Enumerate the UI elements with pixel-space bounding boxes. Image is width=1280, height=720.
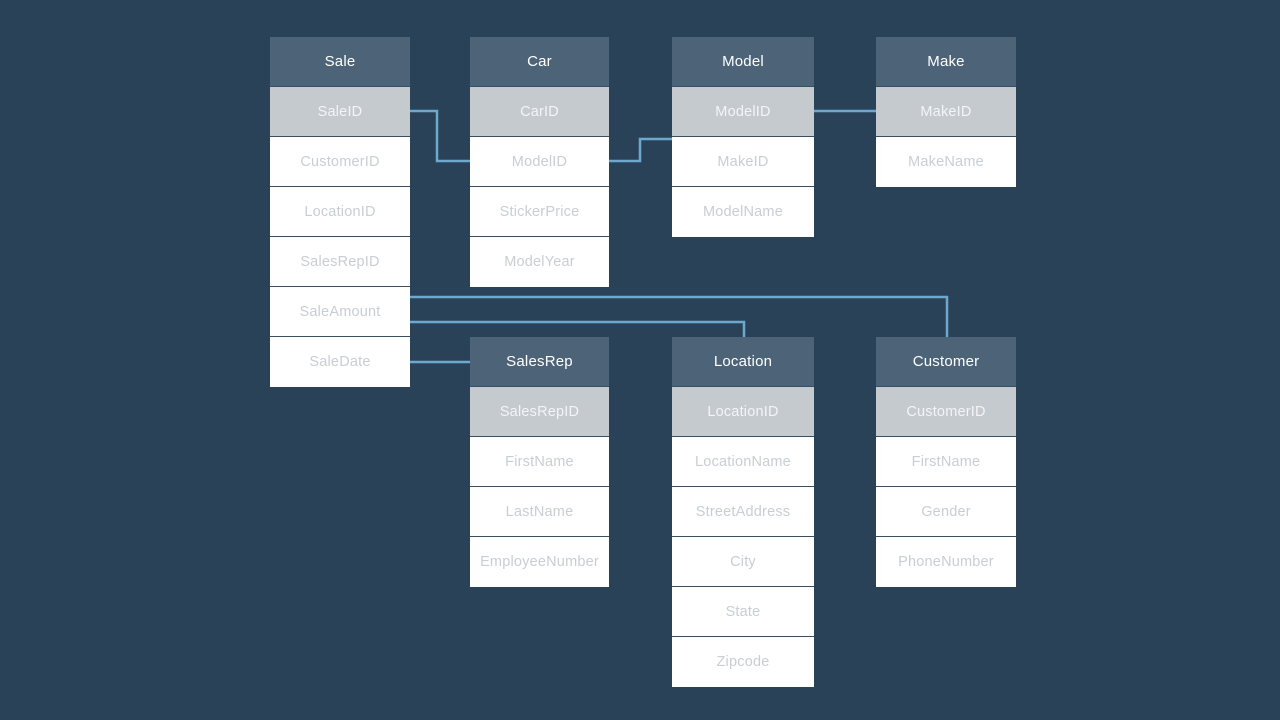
entity-title-model: Model xyxy=(672,37,814,87)
field-location-zipcode[interactable]: Zipcode xyxy=(672,637,814,687)
field-salesrep-lastname[interactable]: LastName xyxy=(470,487,609,537)
primary-key-field-sale-saleid[interactable]: SaleID xyxy=(270,87,410,137)
relationship-line-sale-car xyxy=(410,109,470,163)
primary-key-field-salesrep-salesrepid[interactable]: SalesRepID xyxy=(470,387,609,437)
field-customer-firstname[interactable]: FirstName xyxy=(876,437,1016,487)
entity-title-car: Car xyxy=(470,37,609,87)
primary-key-field-customer-customerid[interactable]: CustomerID xyxy=(876,387,1016,437)
primary-key-field-location-locationid[interactable]: LocationID xyxy=(672,387,814,437)
relationship-line-sale-customer xyxy=(410,295,949,337)
primary-key-field-car-carid[interactable]: CarID xyxy=(470,87,609,137)
entity-title-salesrep: SalesRep xyxy=(470,337,609,387)
field-sale-customerid[interactable]: CustomerID xyxy=(270,137,410,187)
field-location-streetaddress[interactable]: StreetAddress xyxy=(672,487,814,537)
field-sale-locationid[interactable]: LocationID xyxy=(270,187,410,237)
field-model-makeid[interactable]: MakeID xyxy=(672,137,814,187)
primary-key-field-model-modelid[interactable]: ModelID xyxy=(672,87,814,137)
field-sale-saledate[interactable]: SaleDate xyxy=(270,337,410,387)
entity-title-customer: Customer xyxy=(876,337,1016,387)
entity-title-location: Location xyxy=(672,337,814,387)
field-make-makename[interactable]: MakeName xyxy=(876,137,1016,187)
entity-title-make: Make xyxy=(876,37,1016,87)
field-location-state[interactable]: State xyxy=(672,587,814,637)
field-car-modelyear[interactable]: ModelYear xyxy=(470,237,609,287)
field-sale-salesrepid[interactable]: SalesRepID xyxy=(270,237,410,287)
field-salesrep-firstname[interactable]: FirstName xyxy=(470,437,609,487)
primary-key-field-make-makeid[interactable]: MakeID xyxy=(876,87,1016,137)
field-location-locationname[interactable]: LocationName xyxy=(672,437,814,487)
relationship-line-car-model xyxy=(609,137,672,163)
field-model-modelname[interactable]: ModelName xyxy=(672,187,814,237)
field-customer-phonenumber[interactable]: PhoneNumber xyxy=(876,537,1016,587)
field-car-modelid[interactable]: ModelID xyxy=(470,137,609,187)
relationship-line-sale-location xyxy=(410,320,746,337)
entity-title-sale: Sale xyxy=(270,37,410,87)
field-location-city[interactable]: City xyxy=(672,537,814,587)
field-salesrep-employeenumber[interactable]: EmployeeNumber xyxy=(470,537,609,587)
field-customer-gender[interactable]: Gender xyxy=(876,487,1016,537)
field-sale-saleamount[interactable]: SaleAmount xyxy=(270,287,410,337)
field-car-stickerprice[interactable]: StickerPrice xyxy=(470,187,609,237)
